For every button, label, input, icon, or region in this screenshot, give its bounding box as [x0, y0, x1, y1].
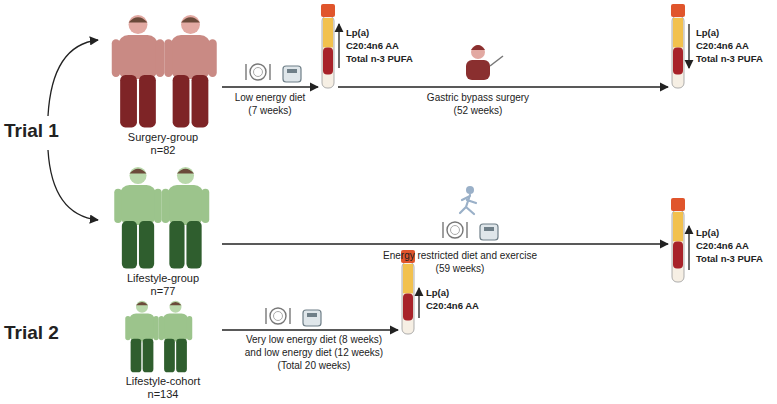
- text-label: Lp(a): [426, 288, 449, 299]
- text-label: (7 weeks): [248, 105, 291, 117]
- text-label: Lp(a): [346, 28, 369, 39]
- text-label: Total n-3 PUFA: [346, 54, 413, 65]
- text-label: Surgery-group: [128, 131, 198, 144]
- text-label: Trial 2: [4, 322, 59, 344]
- text-label: Total n-3 PUFA: [696, 254, 763, 265]
- text-label: C20:4n6 AA: [696, 41, 749, 52]
- text-label: Trial 1: [4, 120, 59, 142]
- text-label: n=82: [151, 144, 176, 157]
- text-label: C20:4n6 AA: [426, 301, 479, 312]
- text-label: Total n-3 PUFA: [696, 54, 763, 65]
- text-label: n=77: [151, 285, 176, 298]
- text-label: C20:4n6 AA: [346, 41, 399, 52]
- text-label: (52 weeks): [454, 105, 503, 117]
- text-label: and low energy diet (12 weeks): [245, 347, 383, 359]
- text-label: Gastric bypass surgery: [427, 92, 529, 104]
- text-label: (59 weeks): [436, 263, 485, 275]
- text-label: Very low energy diet (8 weeks): [246, 334, 382, 346]
- text-label: Lifestyle-group: [127, 272, 199, 285]
- text-label: Energy restricted diet and exercise: [383, 250, 537, 262]
- text-label: Lifestyle-cohort: [126, 375, 201, 388]
- text-label: (Total 20 weeks): [278, 360, 351, 372]
- text-label: Low energy diet: [235, 92, 306, 104]
- text-label: Lp(a): [696, 228, 719, 239]
- text-label: C20:4n6 AA: [696, 241, 749, 252]
- text-label: Lp(a): [696, 28, 719, 39]
- text-label: n=134: [148, 388, 179, 401]
